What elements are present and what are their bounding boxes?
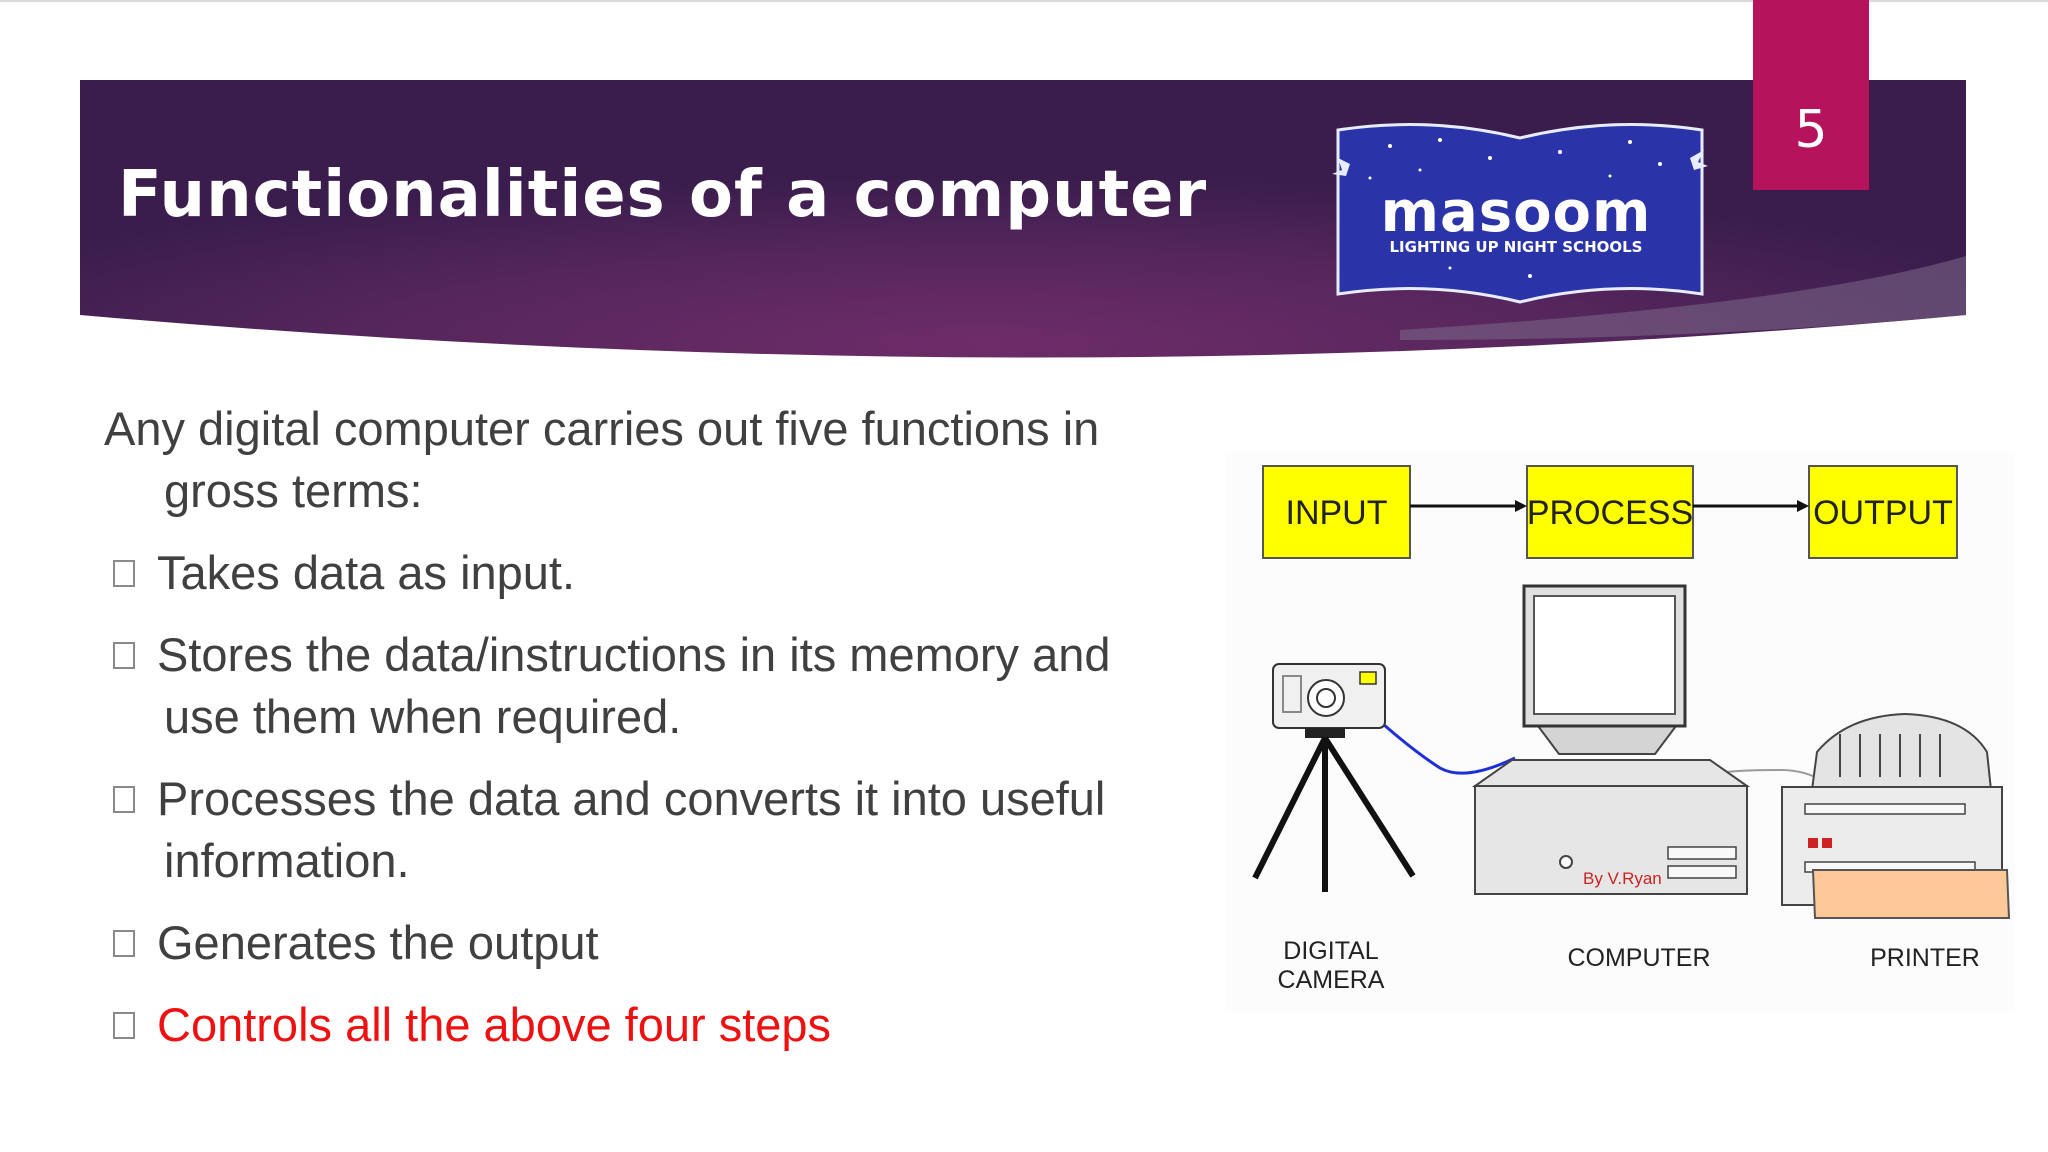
slide-body: Any digital computer carries out five fu… — [104, 398, 1214, 1076]
camera-label-line1: DIGITAL — [1283, 937, 1378, 965]
list-item: Processes the data and converts it into … — [104, 768, 1214, 892]
slide-title: Functionalities of a computer — [118, 158, 1208, 232]
printer-label: PRINTER — [1870, 944, 1980, 972]
svg-text:PROCESS: PROCESS — [1527, 494, 1693, 532]
bullet-text-continued: information. — [164, 834, 410, 887]
computer-label: COMPUTER — [1567, 944, 1710, 972]
camera-cable — [1382, 722, 1516, 775]
hollow-square-icon — [113, 1012, 135, 1039]
bullet-text: Generates the output — [157, 916, 599, 969]
bullet-text: Takes data as input. — [157, 546, 576, 599]
bullet-text: Processes the data and converts it into … — [157, 772, 1106, 825]
digital-camera-icon — [1252, 663, 1416, 892]
hollow-square-icon — [113, 642, 135, 669]
process-box: PROCESS — [1526, 465, 1694, 559]
hollow-square-icon — [113, 930, 135, 957]
hollow-square-icon — [113, 786, 135, 813]
flow-arrow — [1693, 500, 1809, 512]
computer-icon: By V.Ryan — [1471, 584, 1751, 895]
list-item: Stores the data/instructions in its memo… — [104, 624, 1214, 748]
intro-paragraph: Any digital computer carries out five fu… — [104, 402, 1100, 517]
bullet-text-continued: use them when required. — [164, 690, 682, 743]
top-border-line — [0, 0, 2048, 2]
slide-number-tab — [1753, 0, 1869, 190]
flow-arrow — [1410, 500, 1527, 512]
output-box: OUTPUT — [1808, 465, 1958, 559]
logo-wordmark: masoom — [1380, 180, 1652, 245]
hollow-square-icon — [113, 560, 135, 587]
input-process-output-diagram: INPUT PROCESS OUTPUT By V.Ryan — [1225, 452, 2015, 1012]
artist-credit: By V.Ryan — [1583, 869, 1662, 888]
svg-text:OUTPUT: OUTPUT — [1813, 494, 1953, 532]
svg-text:INPUT: INPUT — [1286, 494, 1388, 532]
list-item: Takes data as input. — [104, 542, 1214, 604]
bullet-list: Takes data as input. Stores the data/ins… — [104, 542, 1214, 1056]
bullet-text-highlighted: Controls all the above four steps — [157, 998, 832, 1051]
slide-number: 5 — [1794, 100, 1828, 160]
masoom-logo — [1332, 123, 1708, 304]
printer-icon — [1781, 712, 2011, 919]
logo-tagline: LIGHTING UP NIGHT SCHOOLS — [1389, 238, 1643, 256]
input-box: INPUT — [1262, 465, 1411, 559]
list-item: Generates the output — [104, 912, 1214, 974]
bullet-text: Stores the data/instructions in its memo… — [157, 628, 1111, 681]
list-item: Controls all the above four steps — [104, 994, 1214, 1056]
camera-label-line2: CAMERA — [1278, 966, 1385, 994]
